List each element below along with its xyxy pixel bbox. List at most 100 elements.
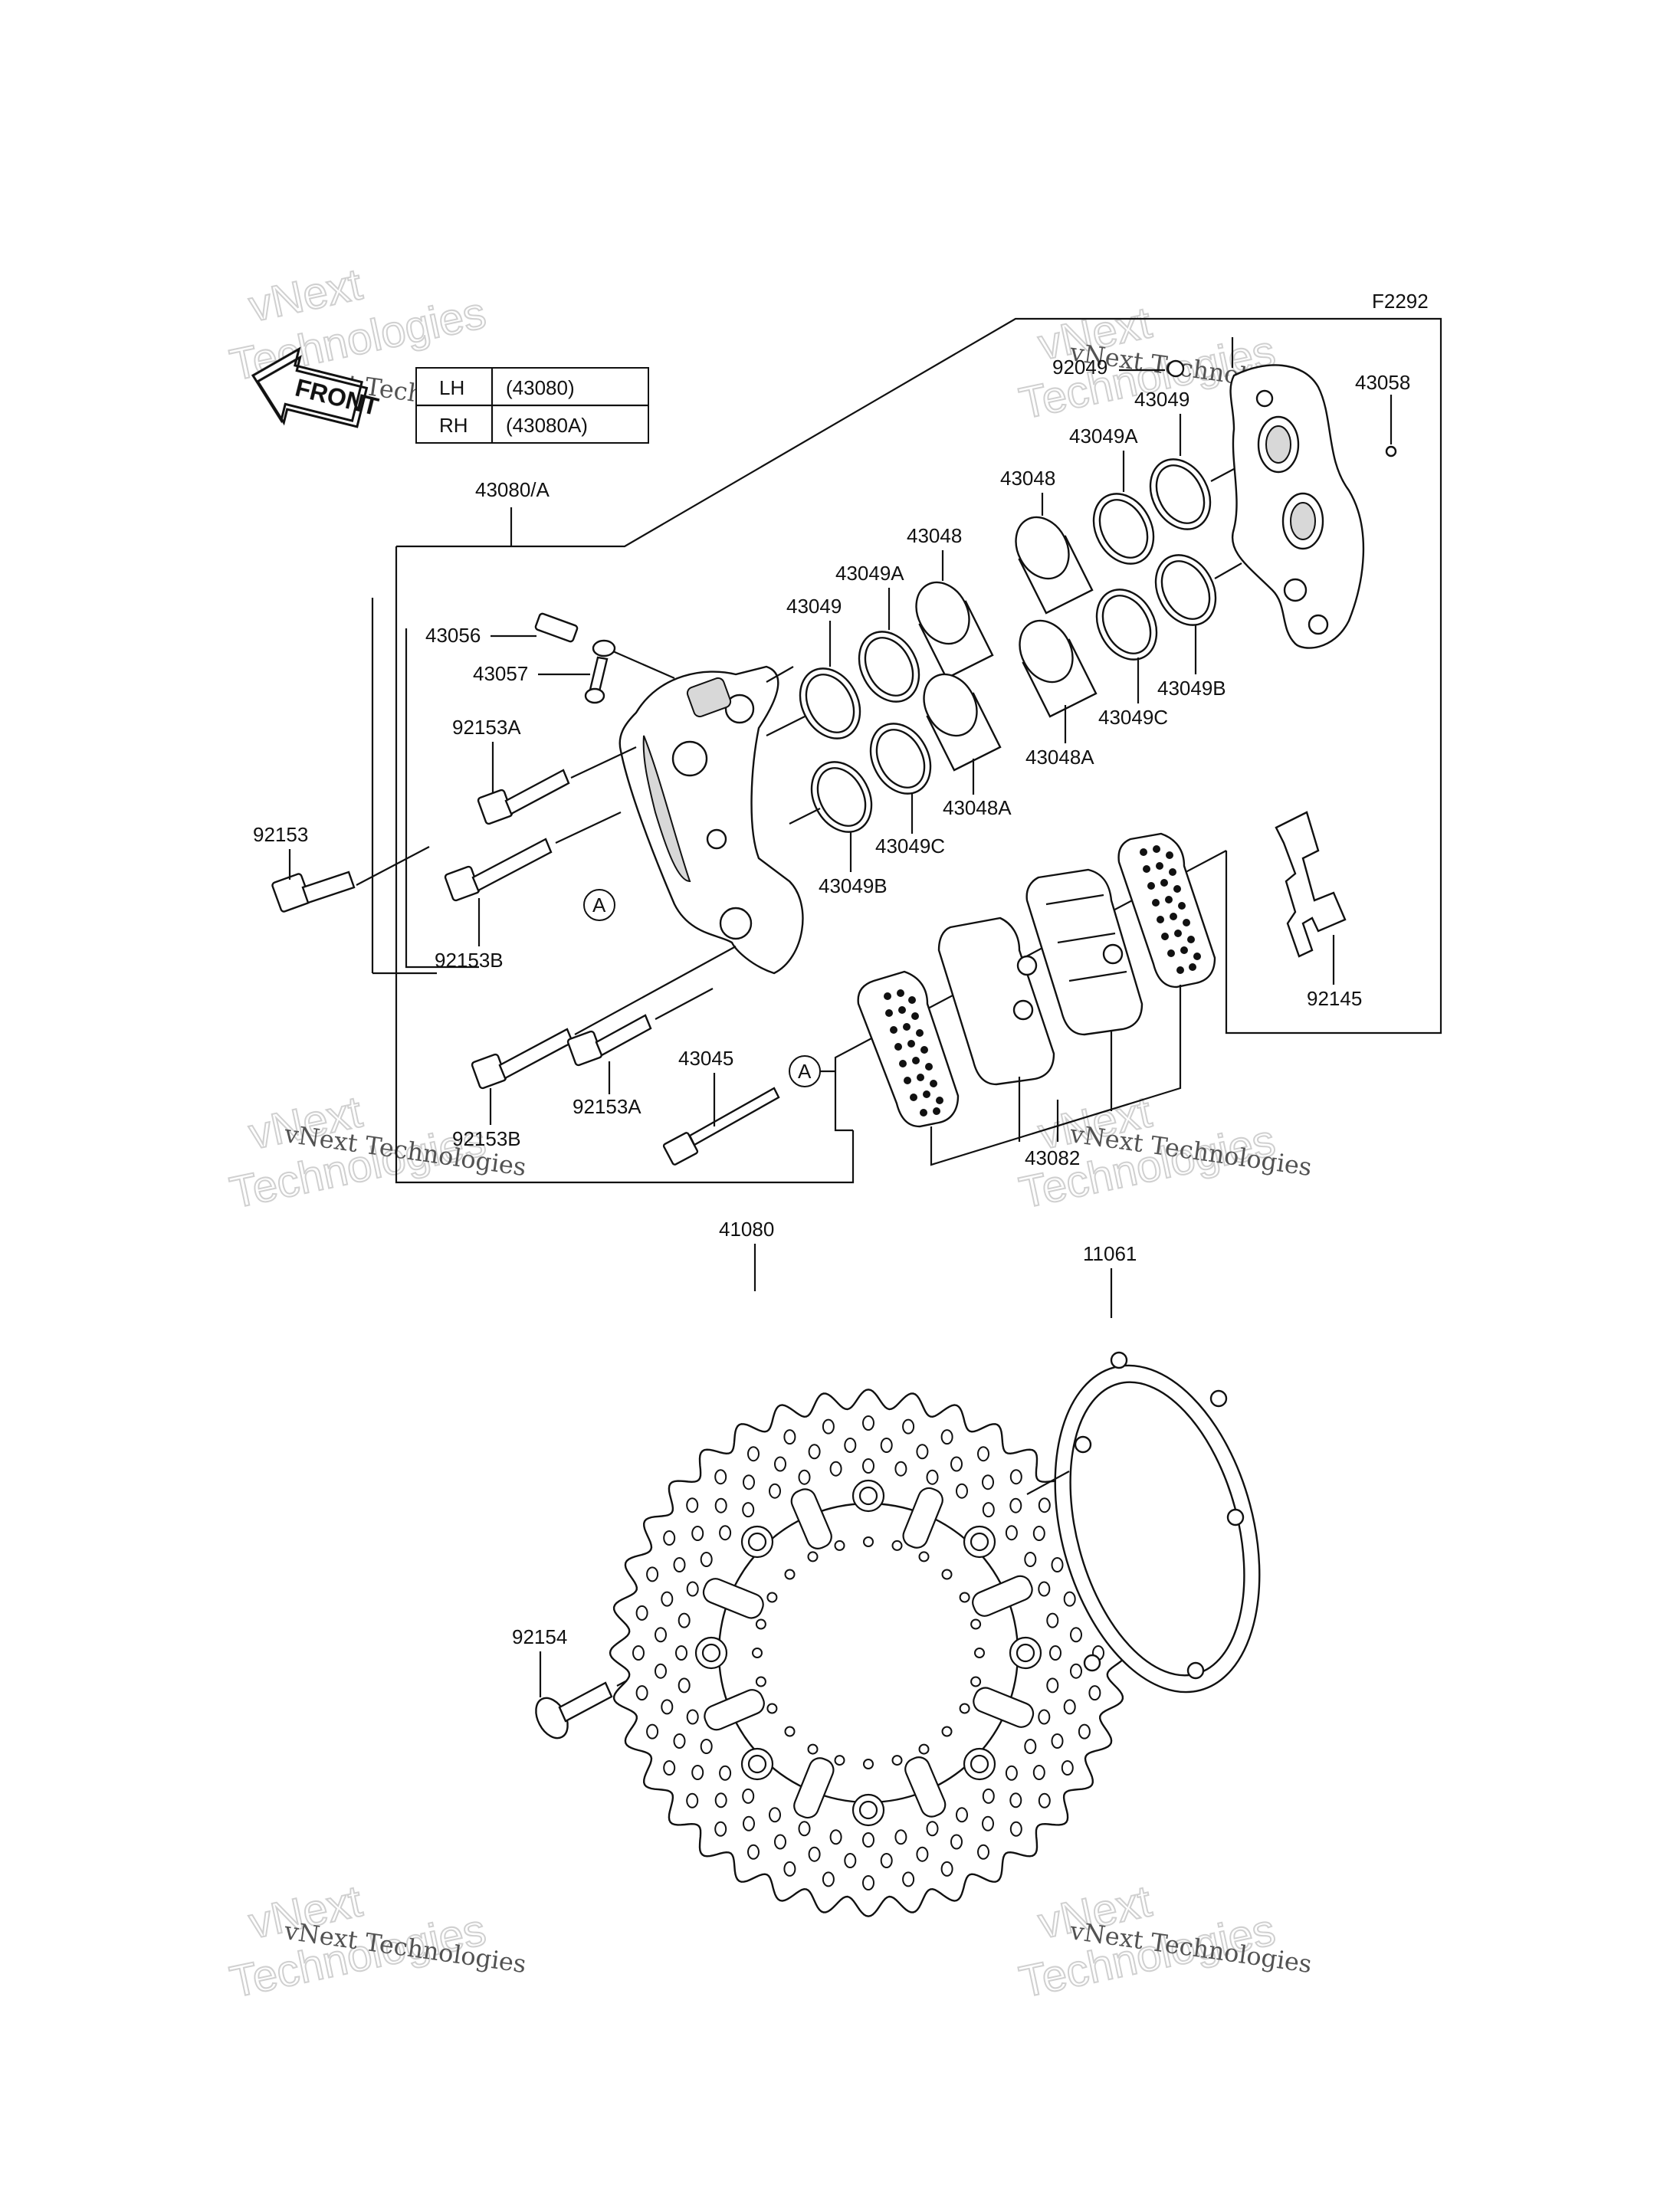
disc-vent-hole (714, 1821, 727, 1837)
disc-vent-hole (678, 1612, 691, 1628)
disc-vent-hole (1078, 1723, 1091, 1740)
disc-rivet-hole (970, 1532, 989, 1552)
disc-vent-hole (675, 1645, 687, 1661)
disc-vent-hole (926, 1821, 939, 1837)
disc-carrier-slot (902, 1487, 943, 1549)
disc-vent-hole (700, 1739, 713, 1754)
disc-vent-hole (880, 1438, 893, 1453)
disc-vent-hole (1009, 1497, 1022, 1513)
disc-vent-hole (742, 1788, 755, 1804)
disc-vent-hole (982, 1815, 994, 1831)
pistons-right (1015, 516, 1098, 718)
disc-vent-hole (1038, 1581, 1051, 1597)
label-92049: 92049 (1052, 356, 1107, 379)
disc-vent-hole (774, 1456, 786, 1472)
label-43048-left: 43048 (907, 524, 962, 547)
label-43045: 43045 (678, 1047, 733, 1070)
disc-vent-hole (714, 1497, 727, 1513)
disc-inner-hole (918, 1551, 930, 1562)
disc-vent-hole (982, 1788, 995, 1804)
bolts (271, 769, 780, 1740)
disc-vent-hole (719, 1525, 732, 1541)
disc-vent-hole (1038, 1709, 1051, 1725)
disc-vent-hole (1061, 1760, 1074, 1776)
label-92153B-lower: 92153B (452, 1127, 521, 1150)
disc-carrier-slot (704, 1689, 765, 1731)
label-43049B-right: 43049B (1157, 677, 1226, 700)
disc-vent-hole (673, 1557, 686, 1572)
disc-inner-hole (784, 1569, 796, 1580)
disc-vent-hole (646, 1723, 659, 1740)
disc-vent-hole (691, 1526, 704, 1541)
hub-gasket (1054, 1351, 1261, 1694)
disc-inner-hole (918, 1743, 930, 1755)
disc-inner-hole (970, 1618, 982, 1630)
disc-vent-hole (635, 1685, 648, 1701)
disc-vent-hole (1009, 1469, 1022, 1485)
label-43049-right: 43049 (1134, 388, 1189, 411)
disc-inner-hole (941, 1726, 953, 1737)
side-table: LH (43080) RH (43080A) (415, 367, 649, 444)
brake-pad-left (857, 970, 960, 1128)
seals-left (799, 631, 932, 833)
disc-vent-hole (1046, 1612, 1059, 1628)
disc-vent-hole (950, 1834, 963, 1850)
disc-vent-hole (1032, 1765, 1045, 1780)
o-ring-small (1385, 445, 1397, 457)
part-labels: 43080/A 92049 43058 43049 43049A 43048 4… (253, 356, 1410, 1697)
label-43049B-left: 43049B (819, 874, 888, 897)
disc-vent-hole (798, 1821, 811, 1837)
disc-vent-hole (1038, 1792, 1051, 1808)
brake-disc (609, 1389, 1128, 1917)
disc-inner-hole (752, 1648, 763, 1658)
disc-vent-hole (977, 1446, 989, 1462)
pad-spring (1275, 811, 1347, 958)
disc-inner-hole (834, 1755, 845, 1766)
disc-vent-hole (862, 1458, 874, 1474)
disc-inner-hole (974, 1648, 985, 1658)
disc-vent-hole (783, 1861, 796, 1877)
table-part-rh: (43080A) (506, 414, 588, 437)
diagram-code: F2292 (1372, 290, 1429, 313)
disc-vent-hole (798, 1469, 811, 1485)
disc-vent-hole (862, 1415, 874, 1431)
disc-inner-hole (784, 1726, 796, 1737)
bleeder-screw (534, 612, 579, 643)
disc-vent-hole (844, 1438, 857, 1453)
disc-inner-hole (959, 1703, 970, 1714)
callout-a-right: A (789, 1055, 821, 1087)
disc-vent-hole (1063, 1591, 1076, 1607)
disc-vent-hole (663, 1530, 676, 1546)
disc-vent-hole (926, 1469, 939, 1485)
disc-vent-hole (1024, 1739, 1037, 1754)
label-92154: 92154 (512, 1625, 567, 1648)
label-43057: 43057 (473, 662, 528, 685)
disc-vent-hole (1051, 1733, 1064, 1749)
disc-vent-hole (1032, 1526, 1045, 1541)
disc-inner-hole (807, 1551, 819, 1562)
disc-vent-hole (916, 1444, 929, 1460)
label-43049A-left: 43049A (835, 562, 904, 585)
disc-vent-hole (940, 1861, 953, 1877)
label-43058: 43058 (1355, 371, 1410, 394)
disc-rivet-hole (747, 1532, 767, 1552)
disc-carrier-slot (793, 1757, 835, 1819)
disc-vent-hole (894, 1829, 907, 1845)
label-43048A-left: 43048A (943, 796, 1012, 819)
disc-carrier-slot (790, 1488, 832, 1549)
disc-vent-hole (686, 1792, 699, 1808)
disc-vent-hole (844, 1853, 857, 1868)
label-43080A: 43080/A (475, 478, 550, 501)
label-43049-left: 43049 (786, 595, 842, 618)
disc-carrier-slot (702, 1578, 764, 1619)
disc-inner-hole (766, 1592, 778, 1603)
label-43056: 43056 (425, 624, 481, 647)
disc-vent-hole (743, 1815, 755, 1831)
brake-pad-inner-right (1025, 868, 1144, 1036)
bleeder-valve (1166, 359, 1185, 378)
disc-vent-hole (1005, 1765, 1018, 1781)
disc-inner-hole (863, 1536, 874, 1547)
brake-pad-right (1117, 832, 1216, 989)
disc-inner-hole (970, 1676, 982, 1687)
